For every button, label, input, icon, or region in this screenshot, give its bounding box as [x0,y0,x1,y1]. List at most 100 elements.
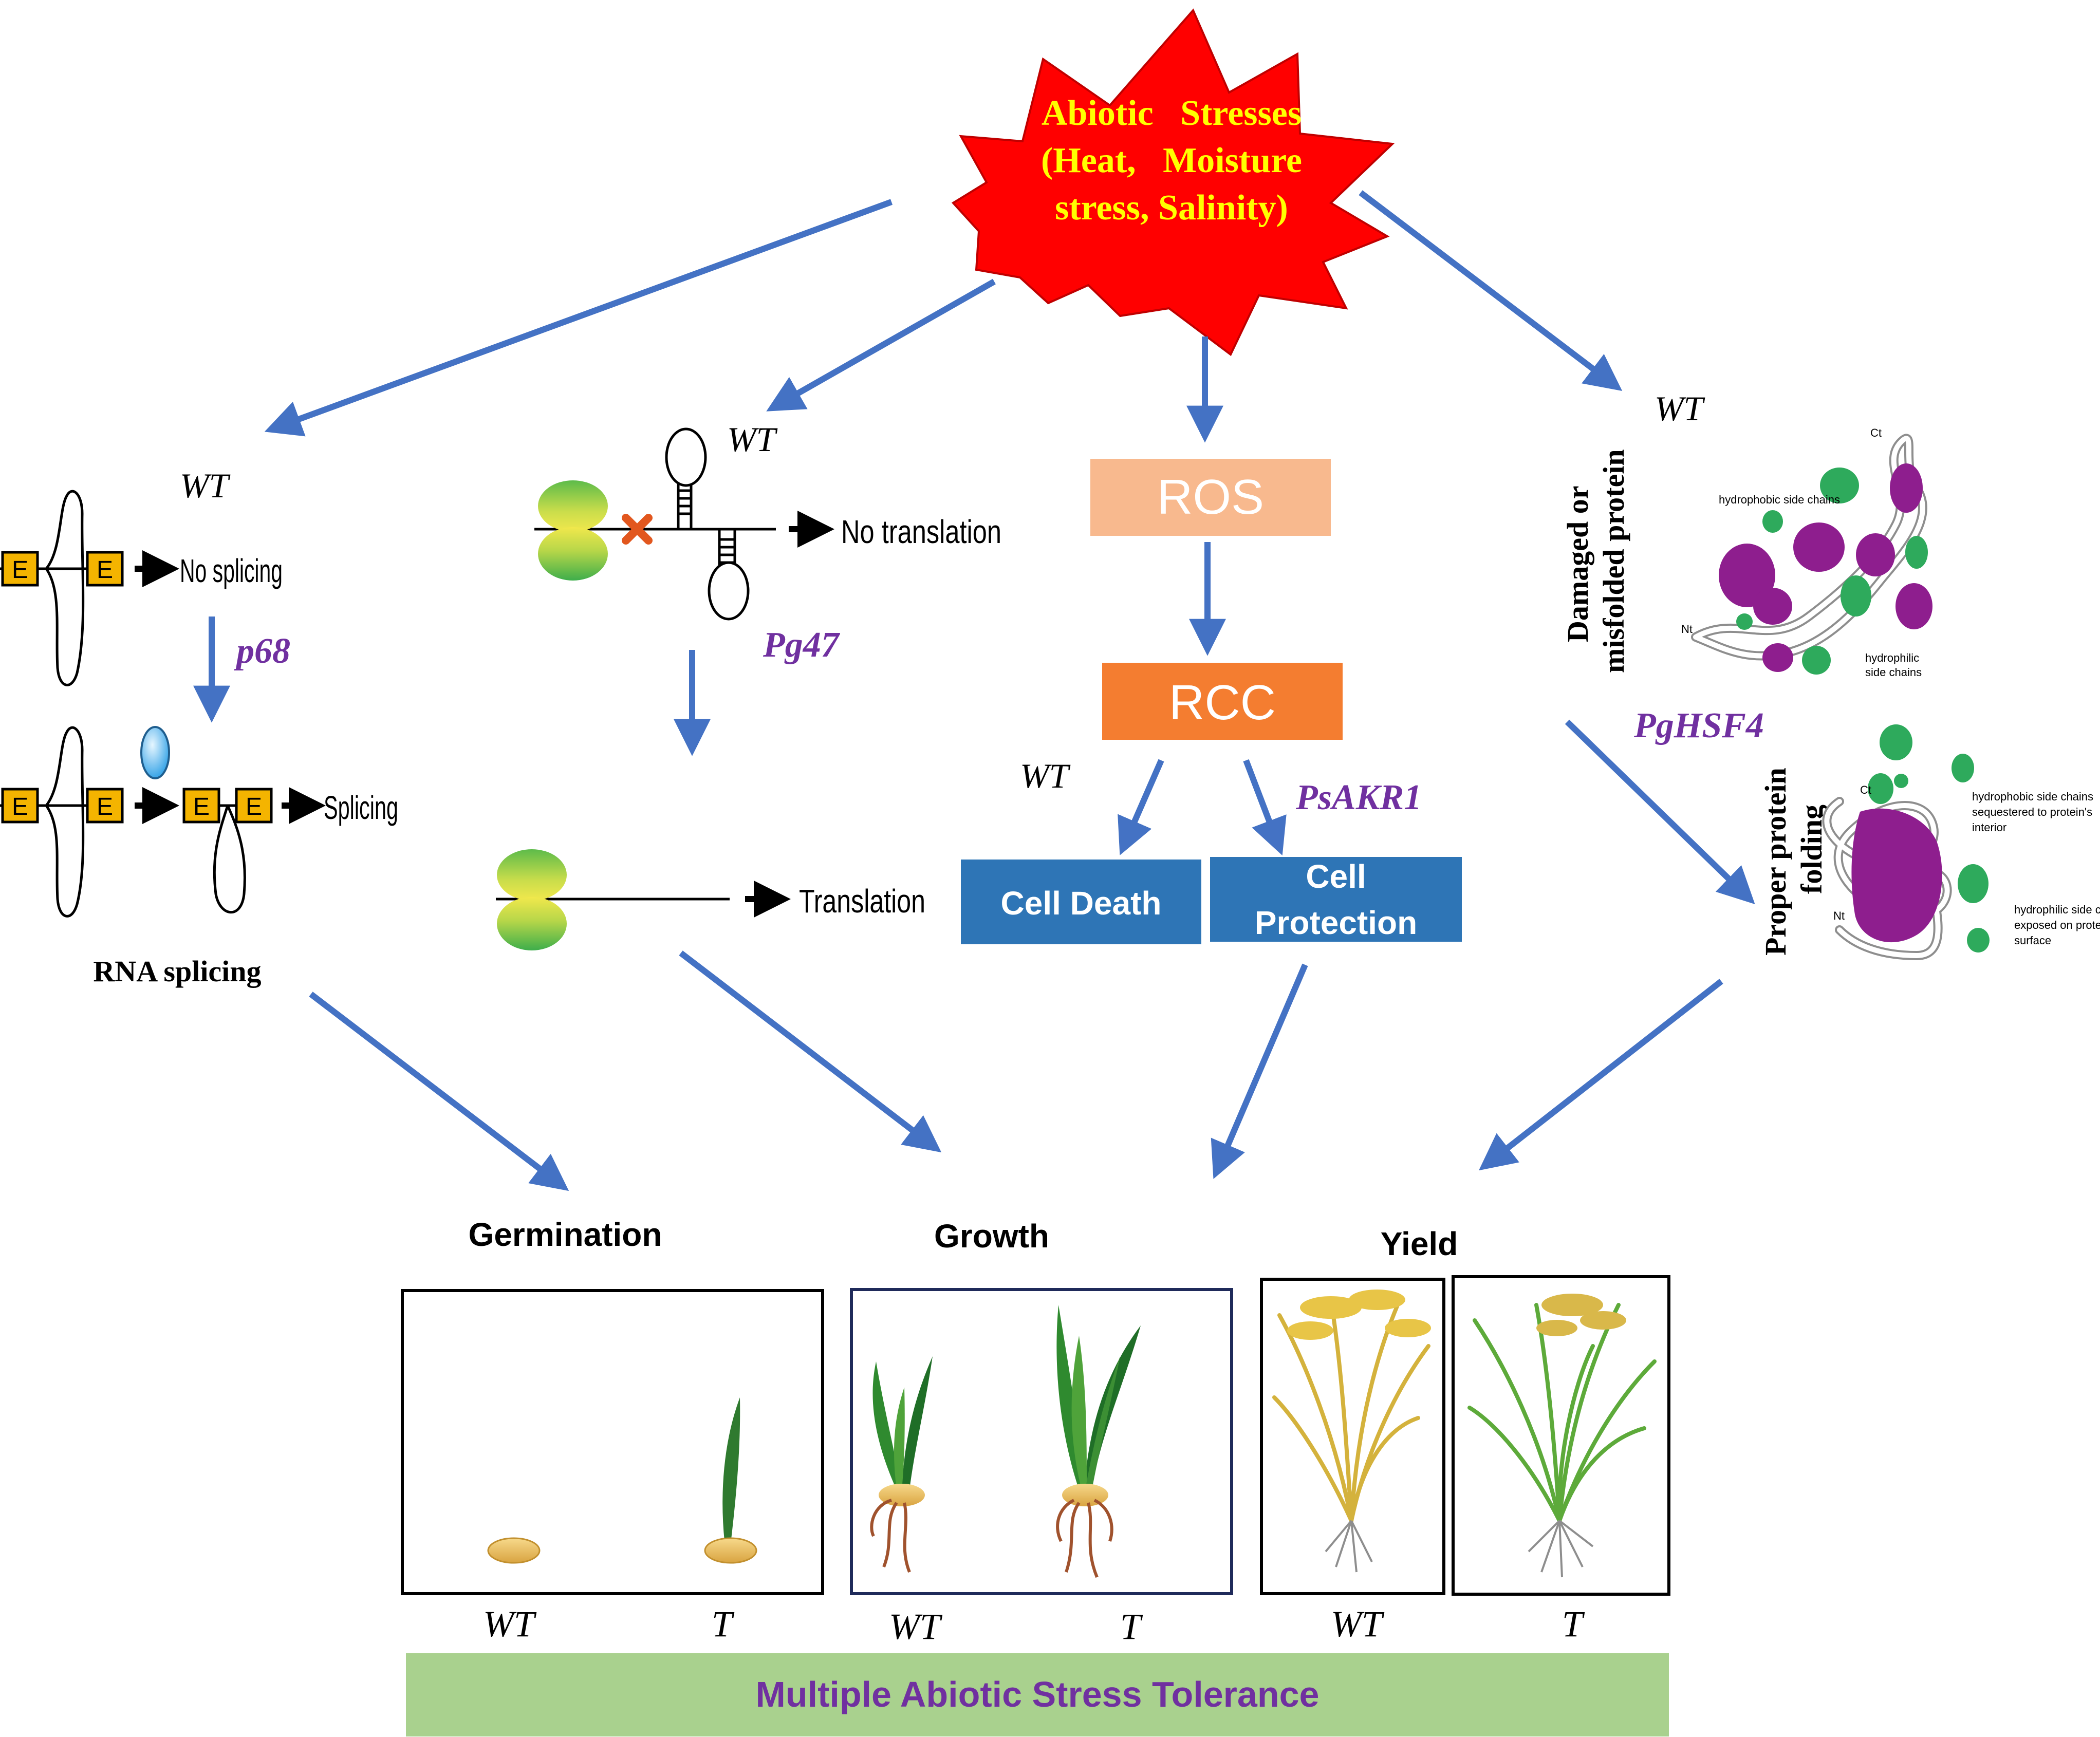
damaged-protein-label-line1: Damaged or [1561,486,1594,642]
protein-ct-label: Ct [1870,426,1882,439]
exon-box [1,551,39,587]
stress-title-line1: Abiotic Stresses [1042,94,1302,133]
ros-pathway: ROS RCC WT PsAKR1 Cell Death Cell Protec… [961,459,1462,944]
splicing-wt-label: WT [180,466,231,505]
arrow-to-splicing [264,199,893,437]
misfolded-protein-illustration: Ct Nt hydrophobic side chains hydrophili… [1681,426,1932,679]
t-rice-grains [1536,1294,1626,1336]
splicing-factor-icon [140,726,170,779]
exon-label: E [12,556,28,584]
arrow-rcc-protection [1243,759,1287,856]
germination-panel [401,1289,824,1595]
damaged-protein-label-line2: misfolded protein [1597,449,1630,673]
translation-wt-label: WT [727,420,778,459]
arrow-translation-growth [679,950,942,1153]
blocked-translation-construct: No translation [534,427,1001,621]
ros-box [1090,459,1331,536]
yield-panel-wt [1260,1278,1445,1595]
tolerance-banner-label: Multiple Abiotic Stress Tolerance [756,1674,1320,1714]
hydrophilic-side-chains-label-line1: hydrophilic [1865,651,1919,664]
wt-roots [1325,1520,1373,1573]
surface-hydrophilic-blobs [1868,724,1990,952]
wt-rice-grains [1287,1290,1431,1340]
stress-title-line3: stress, Salinity) [1055,188,1288,228]
hydrophilic-side-chain-blobs [1736,468,1928,675]
wt-seed [487,1537,541,1564]
yield-t-label: T [1562,1603,1585,1645]
exposed-label-line2: exposed on protein's [2014,919,2100,931]
ribosome-large-subunit [538,480,608,532]
exposed-label-line1: hydrophilic side chains [2014,903,2100,916]
exon-label: E [97,556,113,584]
sequestered-label-line1: hydrophobic side chains [1972,790,2093,803]
intron-construct-spliced: E E E E Splicing [0,726,398,918]
germination-wt-label: WT [483,1603,537,1645]
arrow-to-protein [1359,190,1623,391]
ros-wt-label: WT [1020,756,1071,795]
arrow-to-translation [766,278,996,412]
sequestered-label-line2: sequestered to protein's [1972,806,2092,818]
wt-seedling [870,1356,933,1573]
t-roots [1528,1520,1594,1578]
rcc-box [1102,663,1343,740]
germination-title: Germination [469,1216,662,1253]
yield-wt-label: WT [1331,1603,1385,1645]
active-translation-construct: Translation [496,849,925,950]
hydrophobic-side-chains-label: hydrophobic side chains [1719,493,1840,506]
pghsf4-gene-label: PgHSF4 [1633,706,1764,745]
ribosome-small-subunit [538,527,608,581]
outcome-arrows [309,950,1723,1191]
growth-panel [850,1288,1233,1595]
hydrophobic-core [1851,808,1942,943]
t-seedling-leaf [722,1397,740,1544]
growth-wt-label: WT [889,1606,943,1647]
outcome-panels: Germination Growth Yield [401,1216,1670,1647]
intron-construct-unspliced: E E No splicing [0,490,283,686]
sequestered-label-line3: interior [1972,821,2006,834]
exon-label: E [97,793,113,820]
yield-panel-t [1452,1275,1670,1596]
ros-label: ROS [1157,470,1264,525]
protein-nt-label: Nt [1681,623,1693,636]
stress-starburst: Abiotic Stresses (Heat, Moisture stress,… [951,8,1395,357]
translation-label: Translation [799,883,925,920]
exposed-label-line3: surface [2014,934,2051,947]
arrow-protection-growth [1211,963,1308,1179]
ribosome-small-subunit [497,897,567,950]
folded-ct-label: Ct [1860,783,1871,796]
p68-gene-label: p68 [234,631,290,671]
growth-t-label: T [1120,1606,1143,1647]
cell-protection-label-line2: Protection [1255,904,1417,941]
stress-arrows [264,190,1623,443]
ribosome-large-subunit [497,849,567,901]
cell-death-box [961,860,1201,944]
wt-rice-plant [1272,1298,1430,1523]
block-cross-icon [622,514,653,545]
arrow-folding-yield [1478,979,1723,1171]
no-splicing-label: No splicing [180,552,283,589]
translation-pathway: WT [496,420,1001,950]
cell-protection-label-line1: Cell [1306,858,1366,895]
t-rice-plant [1467,1303,1657,1523]
cell-protection-box [1210,857,1462,942]
t-seedling [1056,1305,1141,1578]
folded-protein-illustration: Ct Nt hydrophobic side chains sequestere… [1822,724,2100,961]
protein-wt-label: WT [1655,389,1705,428]
exon-box [1,788,39,824]
protein-pathway: WT Damaged or misfolded protein [1561,389,2100,961]
hairpin-loop-bottom [708,561,750,621]
rcc-label: RCC [1169,675,1276,730]
t-seed [704,1537,757,1564]
proper-folding-label-line1: Proper protein [1759,768,1792,956]
stress-title-line2: (Heat, Moisture [1041,141,1302,180]
growth-title: Growth [934,1218,1049,1255]
arrow-pghsf4 [1565,719,1755,905]
arrow-splicing-germination [309,992,569,1191]
exon-box [86,788,124,824]
exon-label: E [246,793,262,820]
germination-t-label: T [712,1603,735,1645]
splicing-pathway: WT E E No splicing p68 E E E E [0,466,398,988]
exon-box [235,788,273,824]
exon-label: E [193,793,210,820]
